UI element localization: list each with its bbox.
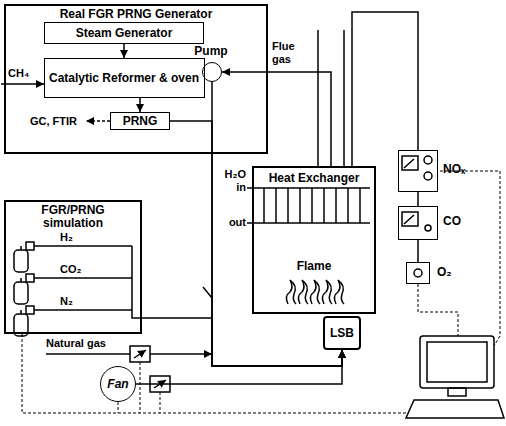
furnace-box: Heat ExchangerFlame [252, 166, 376, 314]
meter-symbol [402, 156, 418, 170]
pipe-connector [352, 12, 418, 166]
pipe-connector [222, 72, 331, 166]
pipe-connector [417, 192, 419, 206]
meter-symbol [402, 212, 418, 226]
control-lines [22, 171, 500, 413]
meter-symbol [404, 159, 414, 168]
node-body-text: Flame [254, 260, 374, 273]
valve-symbol [134, 350, 146, 358]
pipe-connector [417, 240, 419, 262]
stack-wall [317, 30, 319, 166]
flame-symbol [286, 280, 344, 304]
stack-wall [343, 30, 345, 166]
screen [427, 342, 487, 382]
knob-symbol [424, 156, 432, 164]
knob-symbol [414, 269, 422, 277]
switch-symbol [203, 287, 212, 298]
pipe-connector [170, 121, 342, 366]
gas-name: H₂ [60, 231, 100, 244]
stream-name: Flue gas [272, 40, 312, 66]
node-label: Catalytic Reformer & oven [49, 72, 199, 85]
gas-cylinders [14, 242, 132, 336]
process-box: PRNG [110, 112, 170, 130]
valve-symbol [130, 346, 150, 362]
pump-circle: Pump [202, 62, 222, 82]
node-label: O₂ [437, 266, 467, 279]
analyzer-box: O₂ [406, 262, 430, 284]
gas-name: N₂ [60, 295, 100, 308]
pipe-connector [136, 350, 342, 384]
node-label: PRNG [123, 115, 158, 128]
gas-name: CO₂ [60, 263, 100, 276]
node-label: LSB [330, 327, 354, 340]
feed-line [1, 83, 44, 85]
node-label: Pump [191, 45, 231, 58]
gas-line [46, 353, 212, 355]
tube-coil [264, 188, 360, 223]
burner-box: LSB [323, 316, 361, 350]
process-box: Steam Generator [44, 22, 204, 44]
pipe-connector [139, 98, 141, 112]
process-box: Catalytic Reformer & oven [44, 58, 205, 98]
node-label: FGR/PRNG simulation [28, 204, 118, 230]
pipe-connector [123, 44, 125, 58]
analyzer-box: CO [398, 206, 438, 240]
knob-symbol [424, 172, 432, 180]
stream-name: out [217, 216, 246, 229]
pipe-connector [142, 318, 342, 366]
node-label: Fan [107, 378, 128, 391]
knob-symbol [425, 225, 431, 231]
system-box: Real FGR PRNG GeneratorSteam GeneratorCa… [4, 4, 268, 154]
node-label: Real FGR PRNG Generator [6, 8, 266, 21]
instrument-name: GC, FTIR [30, 115, 86, 128]
stream-name: H₂O in [217, 168, 246, 194]
tube [247, 187, 370, 189]
node-label: CO [443, 215, 477, 228]
gas-name: CH₄ [8, 67, 42, 80]
monitor-stand [448, 388, 466, 396]
fan-circle: Fan [100, 366, 136, 402]
node-label: NOₓ [443, 163, 477, 176]
keyboard [406, 400, 504, 418]
monitor [420, 336, 494, 388]
meter-symbol [404, 215, 414, 224]
node-label: Heat Exchanger [254, 172, 374, 185]
analyzer-box: NOₓ [398, 150, 438, 192]
stream-name: Natural gas [46, 337, 126, 350]
tube [247, 222, 370, 224]
node-label: Steam Generator [76, 27, 173, 40]
sample-line [86, 120, 110, 122]
